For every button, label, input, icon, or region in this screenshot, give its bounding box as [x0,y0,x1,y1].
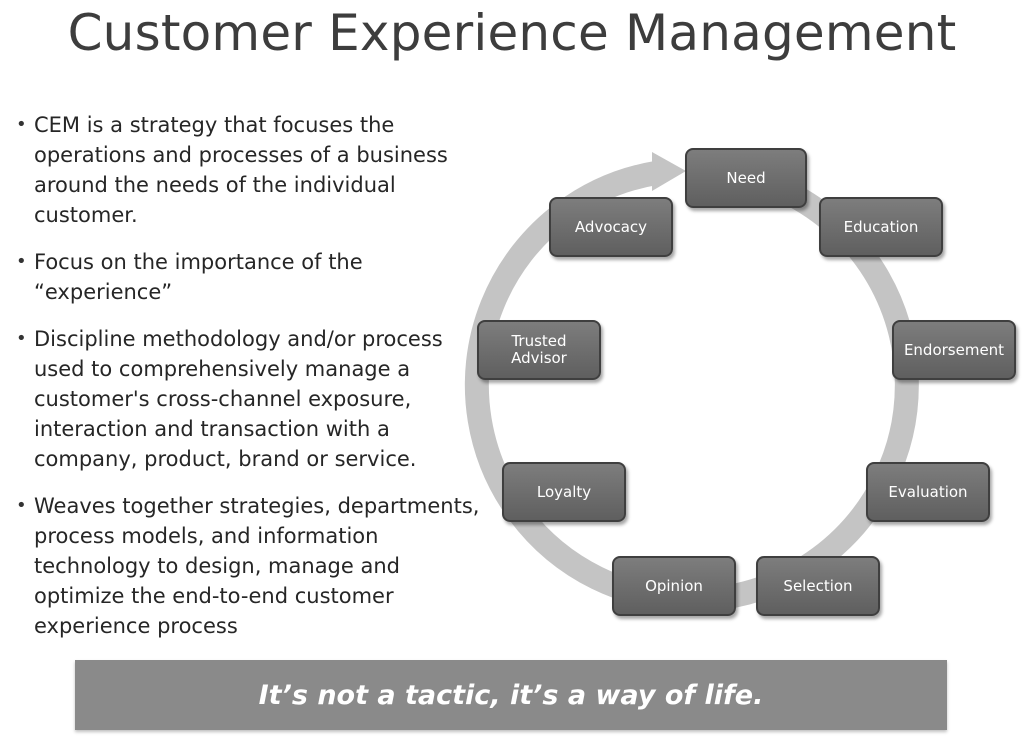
stage-evaluation: Evaluation [866,462,990,522]
bullet-dot-icon: • [16,328,27,349]
bullet-text: Discipline methodology and/or process us… [34,327,443,471]
tagline-banner: It’s not a tactic, it’s a way of life. [75,660,947,730]
stage-trusted-advisor: Trusted Advisor [477,320,601,380]
bullet-dot-icon: • [16,251,27,272]
bullet-item: • Weaves together strategies, departments… [14,491,484,641]
bullet-text: CEM is a strategy that focuses the opera… [34,113,448,227]
bullet-item: • CEM is a strategy that focuses the oper… [14,110,484,230]
stage-loyalty: Loyalty [502,462,626,522]
bullet-dot-icon: • [16,495,27,516]
bullet-dot-icon: • [16,114,27,135]
bullet-list: • CEM is a strategy that focuses the oper… [14,110,484,658]
bullet-item: • Focus on the importance of the “experie… [14,247,484,307]
stage-need: Need [685,148,807,208]
page-title: Customer Experience Management [67,4,957,62]
stage-endorsement: Endorsement [892,320,1016,380]
bullet-text: Focus on the importance of the “experien… [34,250,363,304]
cycle-arrowhead-icon [652,152,686,191]
stage-advocacy: Advocacy [549,197,673,257]
stage-selection: Selection [756,556,880,616]
bullet-item: • Discipline methodology and/or process u… [14,324,484,474]
tagline-text: It’s not a tactic, it’s a way of life. [258,679,764,711]
bullet-text: Weaves together strategies, departments,… [34,494,480,638]
stage-education: Education [819,197,943,257]
stage-opinion: Opinion [612,556,736,616]
